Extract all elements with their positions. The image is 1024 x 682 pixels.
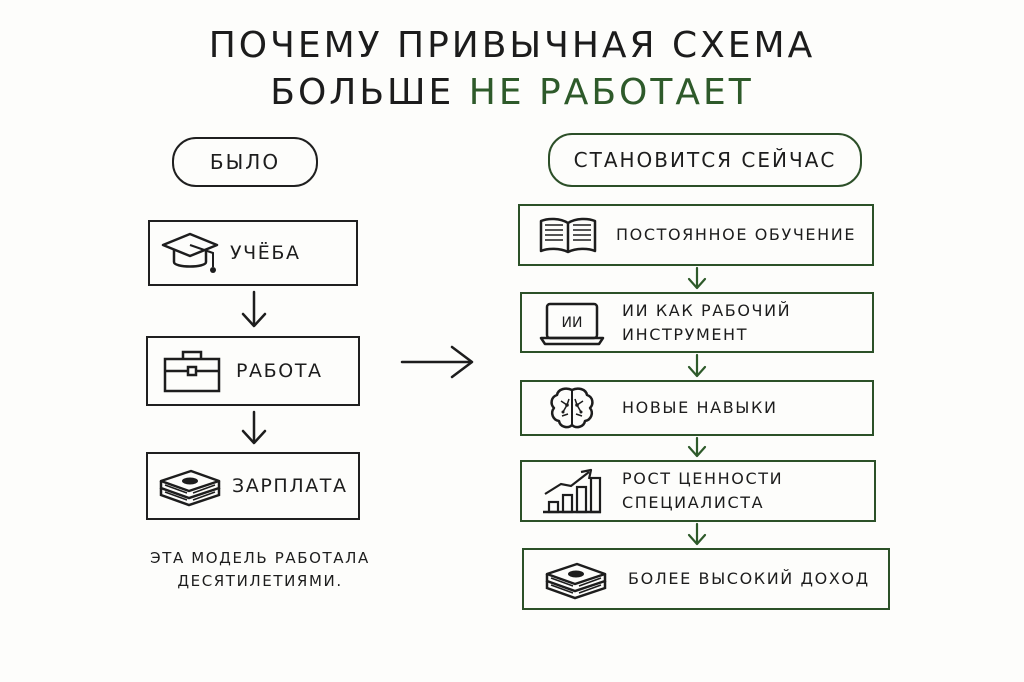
note-line2: ДЕСЯТИЛЕТИЯМИ. — [177, 572, 343, 591]
left-step-work-label: РАБОТА — [236, 359, 323, 382]
diagram-title-line2: БОЛЬШЕ НЕ РАБОТАЕТ — [0, 75, 1024, 111]
right-step-learning-label: ПОСТОЯННОЕ ОБУЧЕНИЕ — [616, 225, 857, 244]
right-step-income: БОЛЕЕ ВЫСОКИЙ ДОХОД — [522, 548, 890, 610]
money-stack-icon — [524, 556, 628, 602]
left-note: ЭТА МОДЕЛЬ РАБОТАЛА ДЕСЯТИЛЕТИЯМИ. — [140, 547, 380, 594]
laptop-ai-text: ИИ — [562, 315, 583, 331]
right-step-learning: ПОСТОЯННОЕ ОБУЧЕНИЕ — [518, 204, 874, 266]
left-step-study: УЧЁБА — [148, 220, 358, 286]
right-header-label: СТАНОВИТСЯ СЕЙЧАС — [573, 148, 837, 172]
brain-icon — [522, 385, 622, 431]
right-arrow-down-1 — [687, 266, 707, 290]
right-step-ai: ИИ ИИ КАК РАБОЧИЙ ИНСТРУМЕНТ — [520, 292, 874, 353]
left-step-study-label: УЧЁБА — [230, 241, 301, 264]
graduation-cap-icon — [150, 229, 230, 277]
right-step-ai-line1: ИИ КАК РАБОЧИЙ — [622, 300, 792, 320]
right-step-value-line1: РОСТ ЦЕННОСТИ — [622, 469, 784, 488]
right-arrow-down-2 — [687, 353, 707, 378]
right-step-skills-label: НОВЫЕ НАВЫКИ — [622, 398, 778, 417]
money-stack-icon — [148, 463, 232, 509]
right-step-income-label: БОЛЕЕ ВЫСОКИЙ ДОХОД — [628, 569, 870, 588]
left-header-pill: БЫЛО — [172, 137, 318, 187]
left-arrow-down-2 — [241, 410, 267, 445]
title-accent: НЕ РАБОТАЕТ — [468, 72, 754, 113]
note-line1: ЭТА МОДЕЛЬ РАБОТАЛА — [150, 549, 370, 567]
right-arrow-down-3 — [687, 436, 707, 458]
left-step-work: РАБОТА — [146, 336, 360, 406]
right-arrow-down-4 — [687, 522, 707, 546]
right-header-pill: СТАНОВИТСЯ СЕЙЧАС — [548, 133, 862, 187]
title-prefix: БОЛЬШЕ — [270, 72, 455, 113]
right-step-value-line2: СПЕЦИАЛИСТА — [622, 493, 765, 512]
left-step-salary: ЗАРПЛАТА — [146, 452, 360, 520]
transition-arrow-right — [400, 345, 474, 379]
diagram-title-line1: ПОЧЕМУ ПРИВЫЧНАЯ СХЕМА — [208, 25, 816, 66]
left-arrow-down-1 — [241, 290, 267, 328]
book-icon — [520, 215, 616, 255]
left-header-label: БЫЛО — [209, 150, 281, 174]
laptop-ai-icon: ИИ — [522, 300, 622, 346]
right-step-ai-line2: ИНСТРУМЕНТ — [622, 324, 749, 344]
briefcase-icon — [148, 348, 236, 394]
left-step-salary-label: ЗАРПЛАТА — [232, 474, 348, 497]
growth-chart-icon — [522, 466, 622, 516]
right-step-skills: НОВЫЕ НАВЫКИ — [520, 380, 874, 436]
right-step-value: РОСТ ЦЕННОСТИ СПЕЦИАЛИСТА — [520, 460, 876, 522]
